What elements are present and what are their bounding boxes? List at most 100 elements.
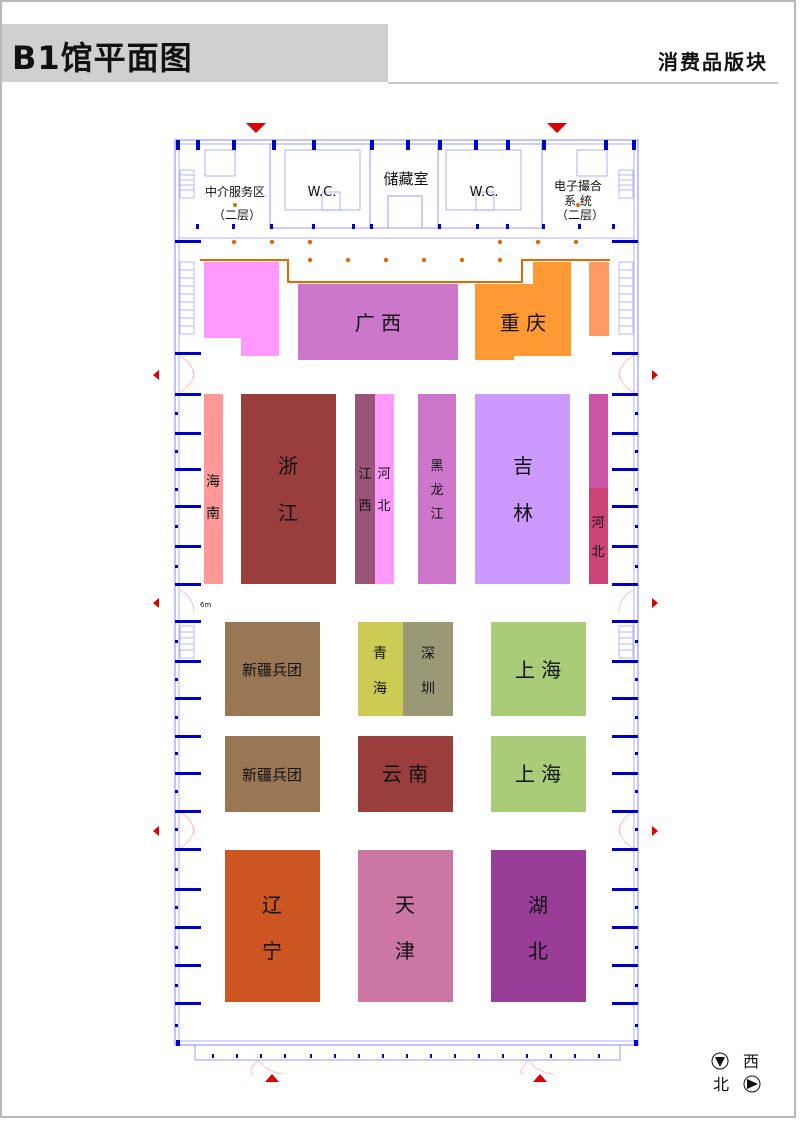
wall-tick <box>175 868 178 871</box>
booth-jiangxi[interactable] <box>355 394 375 584</box>
booth-qinghai[interactable] <box>358 622 403 716</box>
wall-tick <box>175 525 178 528</box>
wall-tick <box>272 140 276 150</box>
booth-tianjin[interactable] <box>358 850 453 1002</box>
wall-tick <box>232 140 236 150</box>
booth-shanghai-1[interactable] <box>491 622 586 716</box>
label-tianjin-1: 天 <box>395 893 415 917</box>
wall-tick <box>406 1054 408 1058</box>
wall-tick <box>175 716 178 719</box>
booth-hebei-a[interactable] <box>375 394 394 584</box>
booth-unnamed-salmon[interactable] <box>589 262 609 336</box>
wall-tick <box>175 412 178 415</box>
wall-tick <box>176 140 180 150</box>
aisle-dot <box>421 257 427 263</box>
wall-tick <box>175 1002 201 1005</box>
aisle-dots <box>231 239 579 263</box>
booth-shanghai-2[interactable] <box>491 736 586 812</box>
wall-tick <box>176 1040 180 1046</box>
wall-tick <box>635 450 638 453</box>
photo-label-2: 系 统 <box>564 194 592 208</box>
stairs <box>179 169 634 659</box>
service-block <box>179 143 634 239</box>
label-hebei-a-2: 北 <box>377 499 390 514</box>
booth-hebei-b-top[interactable] <box>589 394 608 488</box>
wall-tick <box>506 140 510 150</box>
wall-tick <box>635 678 638 681</box>
wall-tick <box>454 1054 456 1058</box>
wall-tick <box>612 697 638 700</box>
photo-label-1: 电子撮合 <box>554 178 602 193</box>
booth-hubei[interactable] <box>491 850 586 1002</box>
wall-tick <box>635 412 638 415</box>
wall-tick <box>635 906 638 909</box>
booth-yunnan[interactable] <box>358 736 453 812</box>
wall-tick <box>502 1054 504 1058</box>
wall-tick <box>175 660 201 663</box>
wall-tick <box>175 1024 178 1027</box>
wall-tick <box>232 224 235 229</box>
wall-tick <box>175 964 201 967</box>
wall-tick <box>196 140 200 150</box>
booth-xinjiang-2[interactable] <box>225 736 320 812</box>
wall-tick <box>175 888 201 891</box>
booth-liaoning[interactable] <box>225 850 320 1002</box>
wall-tick <box>526 1054 528 1058</box>
wall-tick <box>632 140 636 150</box>
label-guangxi: 广 西 <box>355 311 401 335</box>
wall-tick <box>542 224 545 229</box>
wall-tick <box>175 640 178 643</box>
wall-tick <box>196 224 199 229</box>
wall-tick <box>175 697 201 700</box>
aisle-dot <box>497 257 503 263</box>
label-jiangxi-1: 江 <box>358 467 371 482</box>
wall-tick <box>635 984 638 987</box>
wall-tick <box>334 1054 336 1058</box>
booth-jilin[interactable] <box>475 394 570 584</box>
wall-tick <box>478 1054 480 1058</box>
entrance-arrow-left-1 <box>153 370 159 380</box>
booth-hainan[interactable] <box>204 394 223 584</box>
label-shenzhen-2: 圳 <box>421 681 435 697</box>
booth-guangxi[interactable] <box>298 284 458 360</box>
wall-tick <box>312 224 315 229</box>
booth-unnamed-pink[interactable] <box>204 262 279 356</box>
entrance-arrow-bottom-left <box>265 1074 279 1082</box>
wall-tick <box>474 140 478 150</box>
entrance-arrows <box>153 123 658 1082</box>
aisle-dot <box>307 257 313 263</box>
wc-left-label: W.C. <box>308 185 337 200</box>
entrance-arrow-right-3 <box>652 826 658 836</box>
label-liaoning-1: 辽 <box>262 893 282 917</box>
wall-tick <box>175 926 201 929</box>
compass-west-label: 西 <box>743 1052 759 1071</box>
wall-tick <box>550 1054 552 1058</box>
label-heilongjiang-3: 江 <box>430 507 443 522</box>
booth-chongqing[interactable] <box>475 262 571 360</box>
booth-zhejiang[interactable] <box>241 394 336 584</box>
wall-tick <box>612 224 615 229</box>
section-title: 消费品版块 <box>658 50 768 74</box>
header-rule <box>388 82 778 84</box>
aisle-width-note: 6m <box>200 601 211 609</box>
booth-xinjiang-1[interactable] <box>225 622 320 716</box>
wall-tick <box>612 660 638 663</box>
wall-tick <box>635 828 638 831</box>
wall-tick <box>635 565 638 568</box>
wall-tick <box>476 224 479 229</box>
booth-shenzhen[interactable] <box>403 622 453 716</box>
wall-tick <box>175 735 201 738</box>
label-shenzhen-1: 深 <box>421 646 435 662</box>
wall-tick <box>612 393 638 396</box>
wall-tick <box>175 488 178 491</box>
wall-tick <box>175 678 178 681</box>
wall-tick <box>574 1054 576 1058</box>
booth-hebei-b[interactable] <box>589 488 608 584</box>
wall-tick <box>635 752 638 755</box>
aisle-dot <box>345 257 351 263</box>
booth-heilongjiang[interactable] <box>418 394 456 584</box>
wall-tick <box>175 393 201 396</box>
wall-tick <box>370 140 374 150</box>
label-jilin-1: 吉 <box>513 454 533 478</box>
wall-tick <box>635 716 638 719</box>
